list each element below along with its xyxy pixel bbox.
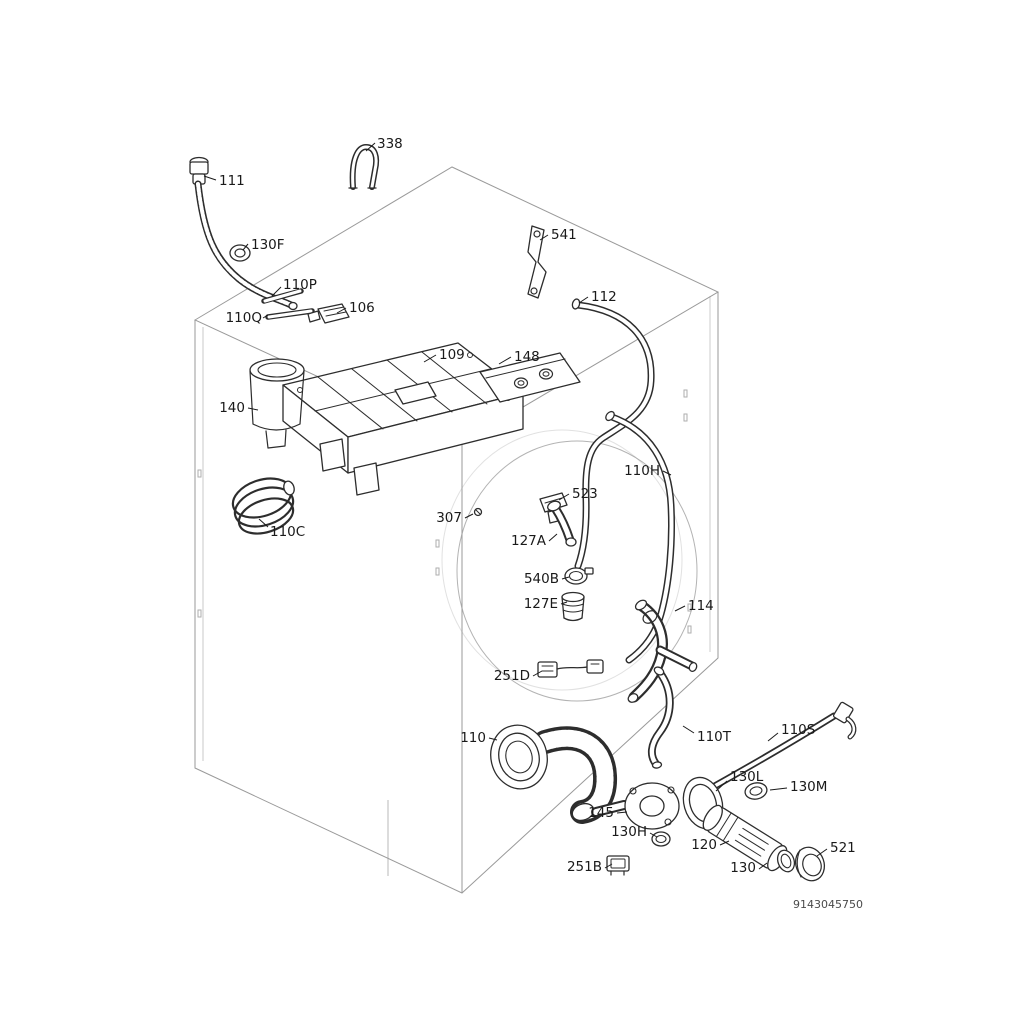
part-106-switch [307,303,350,324]
part-130M-ring [744,782,768,800]
part-label-140: 140 [219,400,245,416]
part-307-screw [473,507,483,517]
part-label-127E: 127E [524,596,558,612]
part-110P-tube [261,288,304,304]
document-number: 9143045750 [793,898,863,911]
leader-127E [560,601,568,605]
part-127E-sleeve [561,591,585,622]
part-251B-switch [606,855,630,876]
part-label-130: 130 [730,860,756,876]
leader-521 [816,848,828,857]
part-251D-sensor [537,659,604,678]
leader-110C [258,518,269,528]
leader-523 [558,493,570,501]
leader-114 [674,605,686,612]
part-label-110H: 110H [624,463,660,479]
leader-109 [423,354,437,363]
part-label-540B: 540B [524,571,559,587]
part-labels: 338 111 130F 110P 110Q 106 541 112 109 1… [219,136,856,876]
part-130H-ring [651,831,671,847]
leader-106 [336,307,347,314]
leader-130L [715,780,728,792]
leader-110 [488,737,498,741]
leader-145 [616,811,628,814]
part-label-110C: 110C [270,524,305,540]
leader-110S [767,732,779,742]
part-140-detergent-duct [249,358,305,449]
part-110S-inlet-hose [695,701,857,801]
leader-148 [498,356,512,365]
part-541-bracket [527,225,547,299]
leader-130F [242,243,249,251]
leader-111 [203,175,217,181]
leader-541 [539,234,549,241]
part-label-112: 112 [591,289,617,305]
part-110H-hose [605,410,676,664]
leader-251B [604,863,613,869]
part-145-pump [591,782,680,830]
part-338-hose-clip [348,144,380,190]
part-130-ring [776,849,796,873]
leader-120 [719,840,730,846]
part-label-110S: 110S [781,722,815,738]
part-label-110T: 110T [697,729,732,745]
part-label-110: 110 [460,730,486,746]
part-127A-hose-piece [547,500,577,547]
leader-130H [649,832,658,838]
leader-140 [247,407,259,411]
leader-307 [464,513,474,519]
leader-110P [271,286,282,297]
part-148-cover [479,352,581,403]
part-label-148: 148 [514,349,540,365]
leader-130M [769,787,788,791]
leader-127A [548,533,558,542]
part-label-521: 521 [830,840,856,856]
leader-lines [203,142,828,870]
part-540B-clamp [564,567,594,585]
leader-110Q [262,314,269,319]
part-label-109: 109 [439,347,465,363]
part-label-251D: 251D [494,668,530,684]
part-label-130M: 130M [790,779,827,795]
part-label-130F: 130F [251,237,285,253]
leader-112 [578,296,589,304]
part-label-110Q: 110Q [226,310,262,326]
leader-540B [561,576,570,580]
leader-110T [682,725,695,734]
part-521-cap [794,846,826,882]
part-label-106: 106 [349,300,375,316]
part-label-541: 541 [551,227,577,243]
part-label-251B: 251B [567,859,602,875]
cabinet-detail-marks [197,389,692,634]
part-label-338: 338 [377,136,403,152]
part-112-hose [571,298,655,570]
part-label-127A: 127A [511,533,547,549]
part-110Q-tube [265,308,315,320]
leader-338 [365,142,376,152]
part-110-sump-bellows [490,724,618,824]
leader-110H [662,470,672,476]
part-label-114: 114 [688,598,714,614]
part-109-dispenser-housing [282,342,524,496]
part-label-130L: 130L [730,769,764,785]
part-110C-coiled-hose [231,477,295,535]
part-114-drain-pipe [627,599,698,703]
part-110T-hose [647,666,674,769]
part-label-120: 120 [691,837,717,853]
leader-251D [532,670,543,677]
part-label-111: 111 [219,173,245,189]
part-label-523: 523 [572,486,598,502]
part-label-307: 307 [436,510,462,526]
part-label-110P: 110P [283,277,317,293]
leader-130 [758,862,768,870]
part-130F-nut [229,244,251,262]
part-label-130H: 130H [611,824,647,840]
part-label-145: 145 [588,805,614,821]
